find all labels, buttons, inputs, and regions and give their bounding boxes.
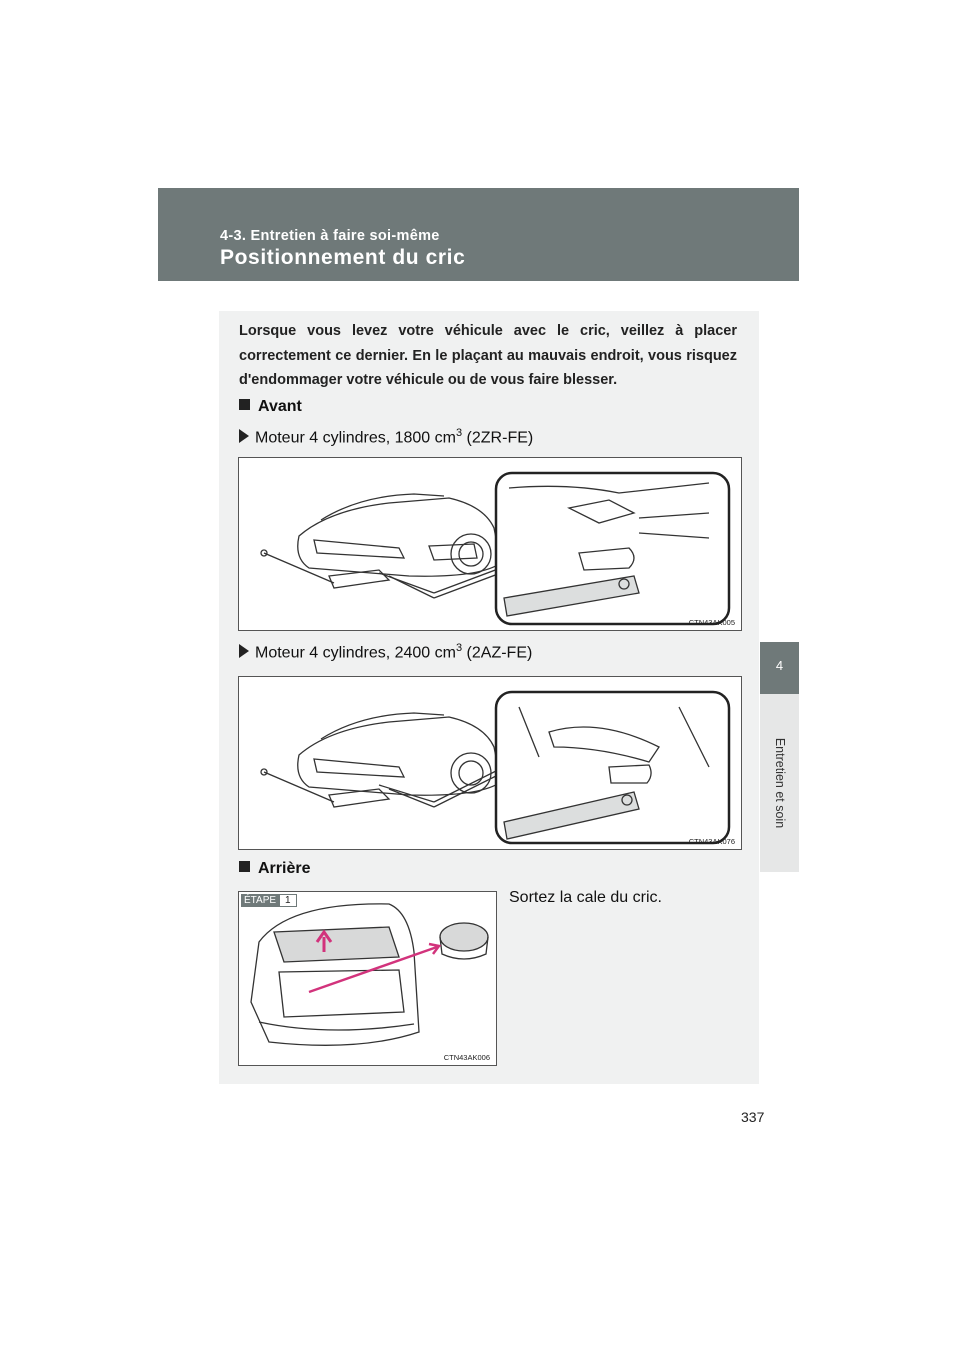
triangle-bullet-icon (239, 644, 249, 659)
square-bullet-icon (239, 861, 250, 872)
section-label: 4-3. Entretien à faire soi-même (220, 228, 440, 244)
figure-code: CTN43AK006 (443, 1053, 490, 1062)
car-jack-front-illustration (260, 471, 731, 626)
triangle-bullet-icon (239, 429, 249, 444)
figure-front-2az: CTN43AK076 (238, 676, 742, 850)
figure-front-2zr: CTN43AK005 (238, 457, 742, 631)
section-header: 4-3. Entretien à faire soi-même Position… (158, 188, 799, 281)
engine2-label: Moteur 4 cylindres, 2400 cm3 (2AZ-FE) (239, 642, 532, 662)
rear-heading: Arrière (239, 860, 310, 878)
car-jack-front-illustration (260, 690, 731, 845)
page-number: 337 (741, 1109, 765, 1125)
figure-code: CTN43AK005 (688, 618, 735, 627)
figure-code: CTN43AK076 (688, 837, 735, 846)
step-instruction: Sortez la cale du cric. (509, 889, 662, 906)
trunk-jack-block-illustration (250, 903, 489, 1046)
square-bullet-icon (239, 399, 250, 410)
intro-paragraph: Lorsque vous levez votre véhicule avec l… (239, 323, 737, 388)
engine1-label: Moteur 4 cylindres, 1800 cm3 (2ZR-FE) (239, 427, 533, 447)
chapter-label: Entretien et soin (760, 694, 799, 872)
content-panel: Lorsque vous levez votre véhicule avec l… (219, 311, 759, 1084)
page-title: Positionnement du cric (220, 246, 466, 269)
chapter-number: 4 (760, 642, 799, 694)
chapter-tab: 4 Entretien et soin (760, 281, 799, 1358)
front-heading: Avant (239, 398, 302, 416)
